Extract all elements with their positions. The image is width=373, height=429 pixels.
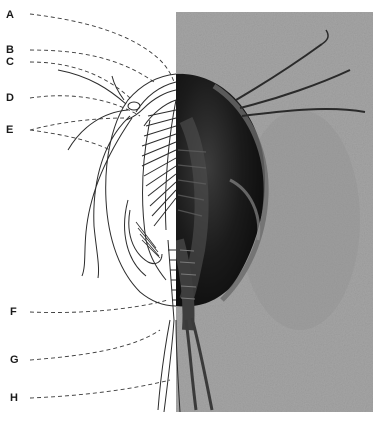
callout-label-f: F bbox=[10, 306, 17, 318]
callout-label-h: H bbox=[10, 392, 18, 404]
photograph-panel bbox=[176, 12, 373, 412]
leader-line-h bbox=[30, 380, 170, 398]
callout-label-g: G bbox=[10, 354, 19, 366]
leader-line-g bbox=[30, 330, 160, 360]
leader-line-a bbox=[30, 14, 174, 82]
leader-line-f bbox=[30, 300, 168, 313]
leader-line-e1 bbox=[30, 118, 124, 130]
callout-label-d: D bbox=[6, 92, 14, 104]
leader-lines bbox=[30, 14, 174, 398]
callout-label-a: A bbox=[6, 9, 14, 21]
callout-label-b: B bbox=[6, 44, 14, 56]
callout-label-c: C bbox=[6, 56, 14, 68]
leader-line-c bbox=[30, 62, 130, 98]
callout-label-e: E bbox=[6, 124, 13, 136]
leader-line-b bbox=[30, 50, 154, 82]
line-drawing-panel bbox=[58, 70, 180, 412]
